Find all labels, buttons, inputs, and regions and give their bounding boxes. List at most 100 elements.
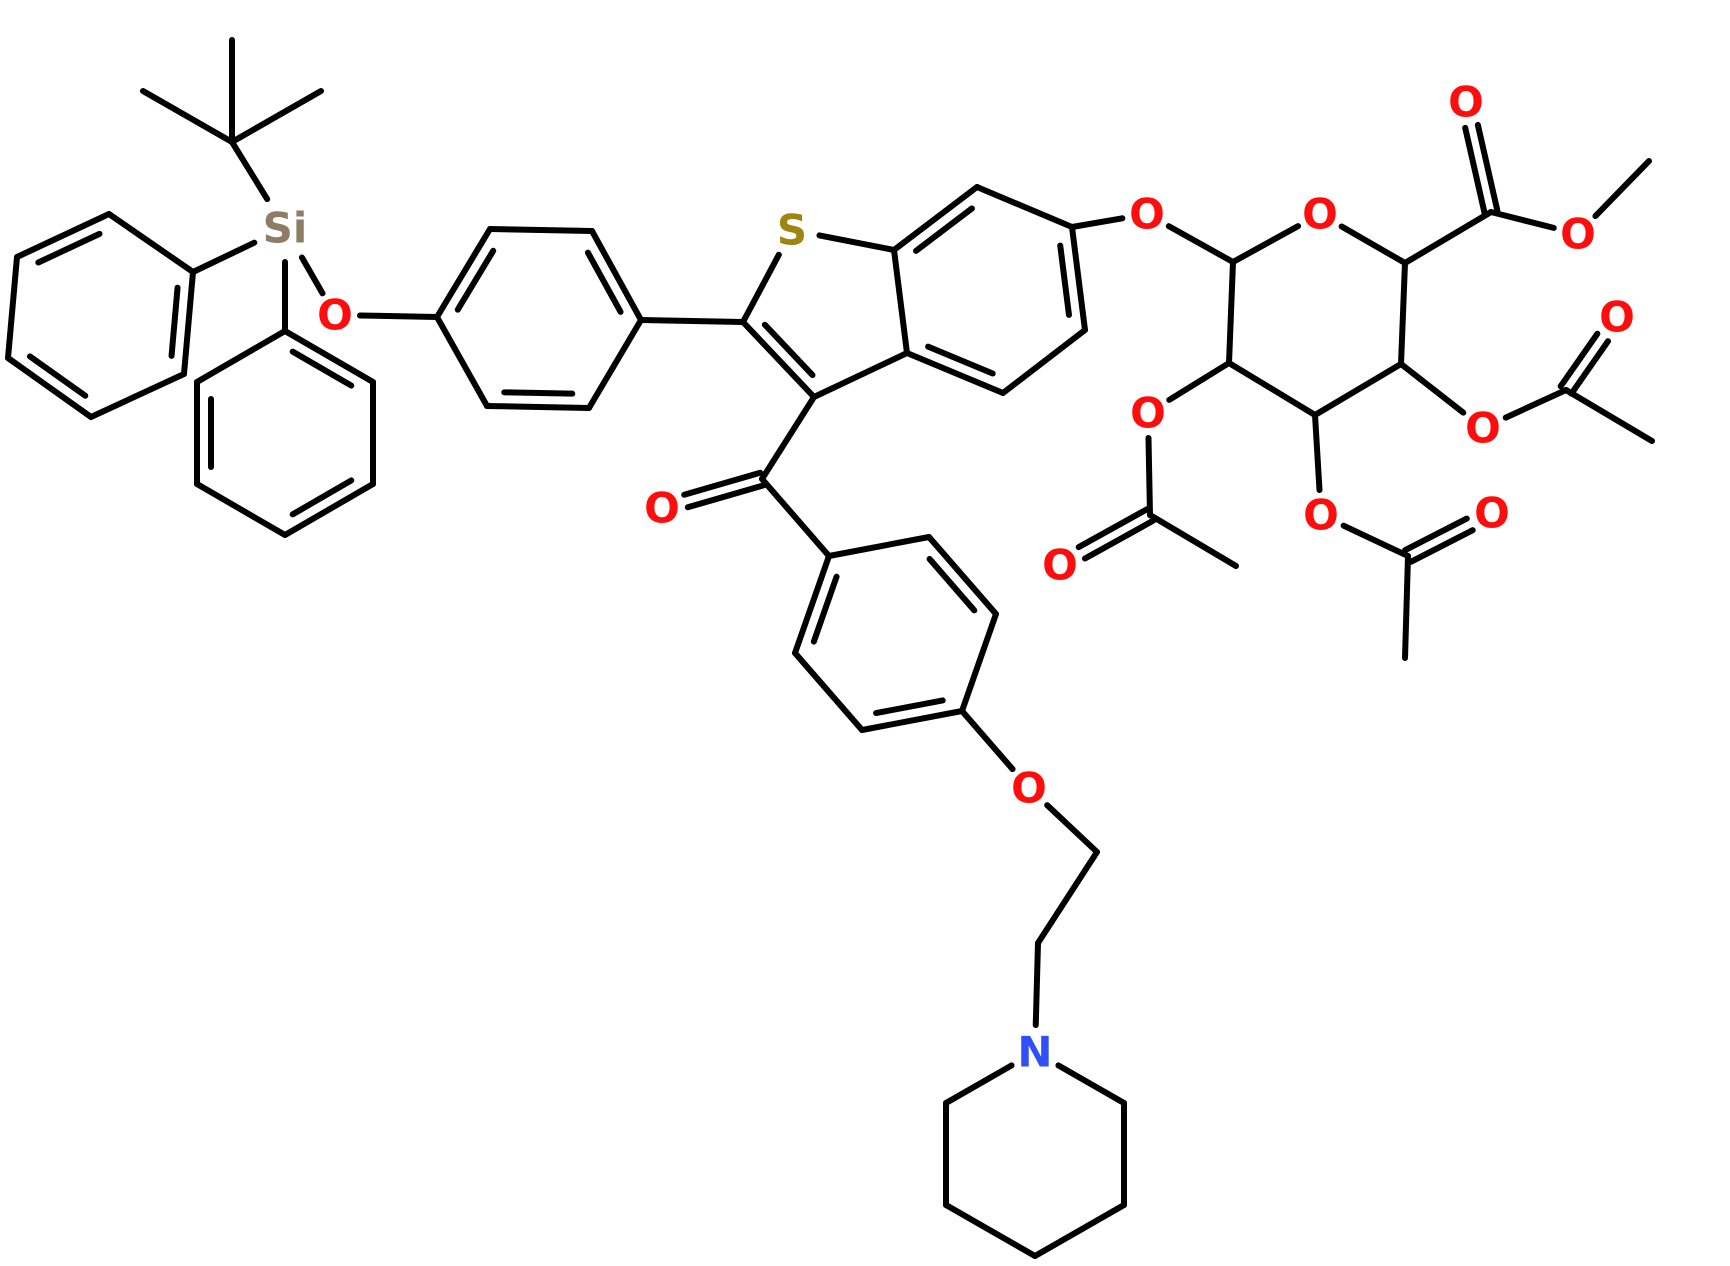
bond-line <box>589 228 644 323</box>
bond-line <box>810 573 840 645</box>
bond-line <box>811 350 910 400</box>
bond-line <box>454 247 497 313</box>
bond-line <box>943 1202 1038 1259</box>
bond-line <box>356 312 440 320</box>
atom-label-O: O <box>1303 491 1339 540</box>
bond-line <box>1069 224 1088 333</box>
atom-label-O: O <box>1474 489 1510 538</box>
bond-line <box>26 353 89 399</box>
atom-label-O: O <box>1560 210 1596 259</box>
bond-line <box>681 469 764 498</box>
bond-line <box>926 534 999 617</box>
bond-line <box>484 403 592 411</box>
bond-line <box>181 269 196 377</box>
bond-line <box>434 226 493 320</box>
bond-line <box>891 247 910 356</box>
bond-line <box>229 88 324 145</box>
bond-line <box>759 476 832 559</box>
bond-line <box>1057 242 1072 318</box>
bond-line <box>1474 121 1501 214</box>
bond-line <box>106 211 196 275</box>
bond-line <box>282 481 376 538</box>
bond-line <box>1398 361 1467 416</box>
bond-line <box>761 321 816 379</box>
bond-line <box>873 697 946 717</box>
bond-line <box>1032 1202 1127 1259</box>
bond-line <box>826 534 932 559</box>
bond-line <box>1407 527 1476 565</box>
bond-line <box>1402 553 1411 661</box>
bond-line <box>959 611 999 714</box>
bond-line <box>1044 802 1100 855</box>
bond-line <box>1462 124 1488 217</box>
bond-line <box>792 650 865 733</box>
bond-line <box>14 211 112 260</box>
bond-line <box>1147 512 1239 569</box>
bond-line <box>35 230 103 266</box>
bond-line <box>1226 360 1318 418</box>
bond-line <box>740 319 817 400</box>
atom-label-O: O <box>1448 78 1484 127</box>
bond-line <box>190 239 258 275</box>
atom-label-O: O <box>1599 293 1635 342</box>
bond-line <box>194 328 288 385</box>
bond-line <box>1226 259 1236 366</box>
atom-label-O: O <box>1011 764 1047 813</box>
bond-line <box>5 355 94 420</box>
bond-line <box>1568 338 1612 397</box>
bond-line <box>1165 223 1236 265</box>
bond-line <box>1402 515 1470 554</box>
bond-line <box>1338 223 1408 266</box>
bond-line <box>1312 361 1404 418</box>
bond-line <box>1502 387 1569 421</box>
bond-line <box>1069 215 1126 230</box>
bond-line <box>1145 434 1153 518</box>
bond-line <box>816 232 897 253</box>
bond-line <box>434 314 490 409</box>
atom-label-O: O <box>317 291 353 340</box>
bond-line <box>974 184 1075 230</box>
bond-line <box>1488 209 1557 231</box>
bond-line <box>684 482 767 511</box>
atom-label-O: O <box>1302 190 1338 239</box>
bond-line <box>638 317 746 325</box>
bond-line <box>1082 517 1157 562</box>
bond-line <box>298 254 326 297</box>
bond-line <box>1166 360 1232 403</box>
atom-label-Si: Si <box>263 204 308 253</box>
bond-line <box>792 553 832 656</box>
bond-line <box>282 328 376 385</box>
bond-line <box>859 708 965 733</box>
atom-label-O: O <box>1465 404 1501 453</box>
bond-line <box>289 348 355 389</box>
atom-label-O: O <box>644 484 680 533</box>
bond-line <box>925 343 996 377</box>
bond-line <box>1000 327 1088 396</box>
atom-label-O: O <box>1130 389 1166 438</box>
bond-line <box>1230 223 1302 265</box>
bond-line <box>904 350 1006 396</box>
bond-line <box>759 394 817 482</box>
bond-line <box>959 708 1016 773</box>
bond-line <box>1035 849 1100 946</box>
bond-line <box>1075 506 1150 551</box>
atom-label-N: N <box>1017 1028 1052 1077</box>
bond-line <box>584 249 624 315</box>
atom-label-S: S <box>777 206 807 255</box>
bond-line <box>1398 260 1408 367</box>
bond-line <box>229 139 271 203</box>
bond-line <box>740 251 782 325</box>
bond-line <box>891 184 980 253</box>
bond-line <box>501 389 576 397</box>
bond-line <box>943 1062 1015 1106</box>
bond-line <box>1055 1062 1127 1106</box>
atom-label-O: O <box>1129 190 1165 239</box>
bond-line <box>140 88 235 145</box>
bond-line <box>1312 412 1323 494</box>
bond-line <box>88 371 187 420</box>
bond-line <box>913 205 975 254</box>
bond-line <box>1340 522 1411 559</box>
bond-line <box>289 477 355 518</box>
